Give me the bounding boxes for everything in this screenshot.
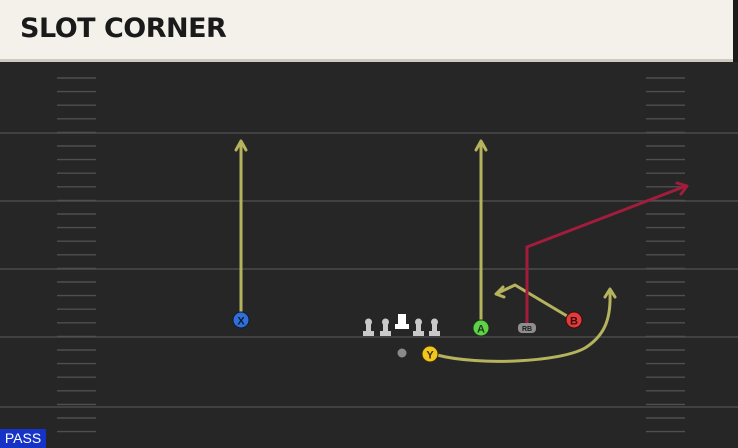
- hash-marks-right: [646, 77, 685, 433]
- player-rb-label: RB: [522, 326, 532, 333]
- player-x[interactable]: X: [232, 311, 250, 329]
- offensive-line: [363, 314, 440, 358]
- quarterback-marker: [397, 348, 407, 358]
- route-b-drag: [496, 283, 569, 318]
- player-b-label: B: [570, 316, 578, 328]
- player-b[interactable]: B: [565, 311, 583, 329]
- title-bar: SLOT CORNER: [0, 0, 738, 62]
- yard-lines: [0, 132, 738, 408]
- route-x-arrowhead: [234, 139, 248, 152]
- route-a-arrowhead: [474, 139, 488, 152]
- play-title: SLOT CORNER: [20, 13, 227, 44]
- lineman-right-tackle: [429, 318, 440, 336]
- player-y[interactable]: Y: [421, 345, 439, 363]
- route-rb-arrowhead: [675, 181, 689, 196]
- player-x-label: X: [237, 316, 245, 328]
- player-a[interactable]: A: [472, 319, 490, 337]
- lineman-left-tackle: [363, 318, 374, 336]
- play-field: X A B Y RB: [0, 62, 738, 448]
- route-rb-post: [525, 184, 688, 324]
- routes: [234, 139, 689, 363]
- player-a-label: A: [477, 324, 485, 336]
- route-y-arrowhead: [603, 287, 617, 299]
- center: [395, 314, 409, 329]
- players: X A B Y RB: [232, 311, 583, 363]
- player-y-label: Y: [426, 350, 434, 362]
- hash-marks-left: [57, 77, 96, 433]
- lineman-right-guard: [413, 318, 424, 336]
- play-type-badge: PASS: [0, 429, 46, 448]
- route-b-arrowhead: [494, 285, 506, 299]
- lineman-left-guard: [380, 318, 391, 336]
- route-y-wheel: [435, 291, 612, 363]
- field-background: [0, 62, 738, 448]
- player-rb[interactable]: RB: [518, 323, 536, 333]
